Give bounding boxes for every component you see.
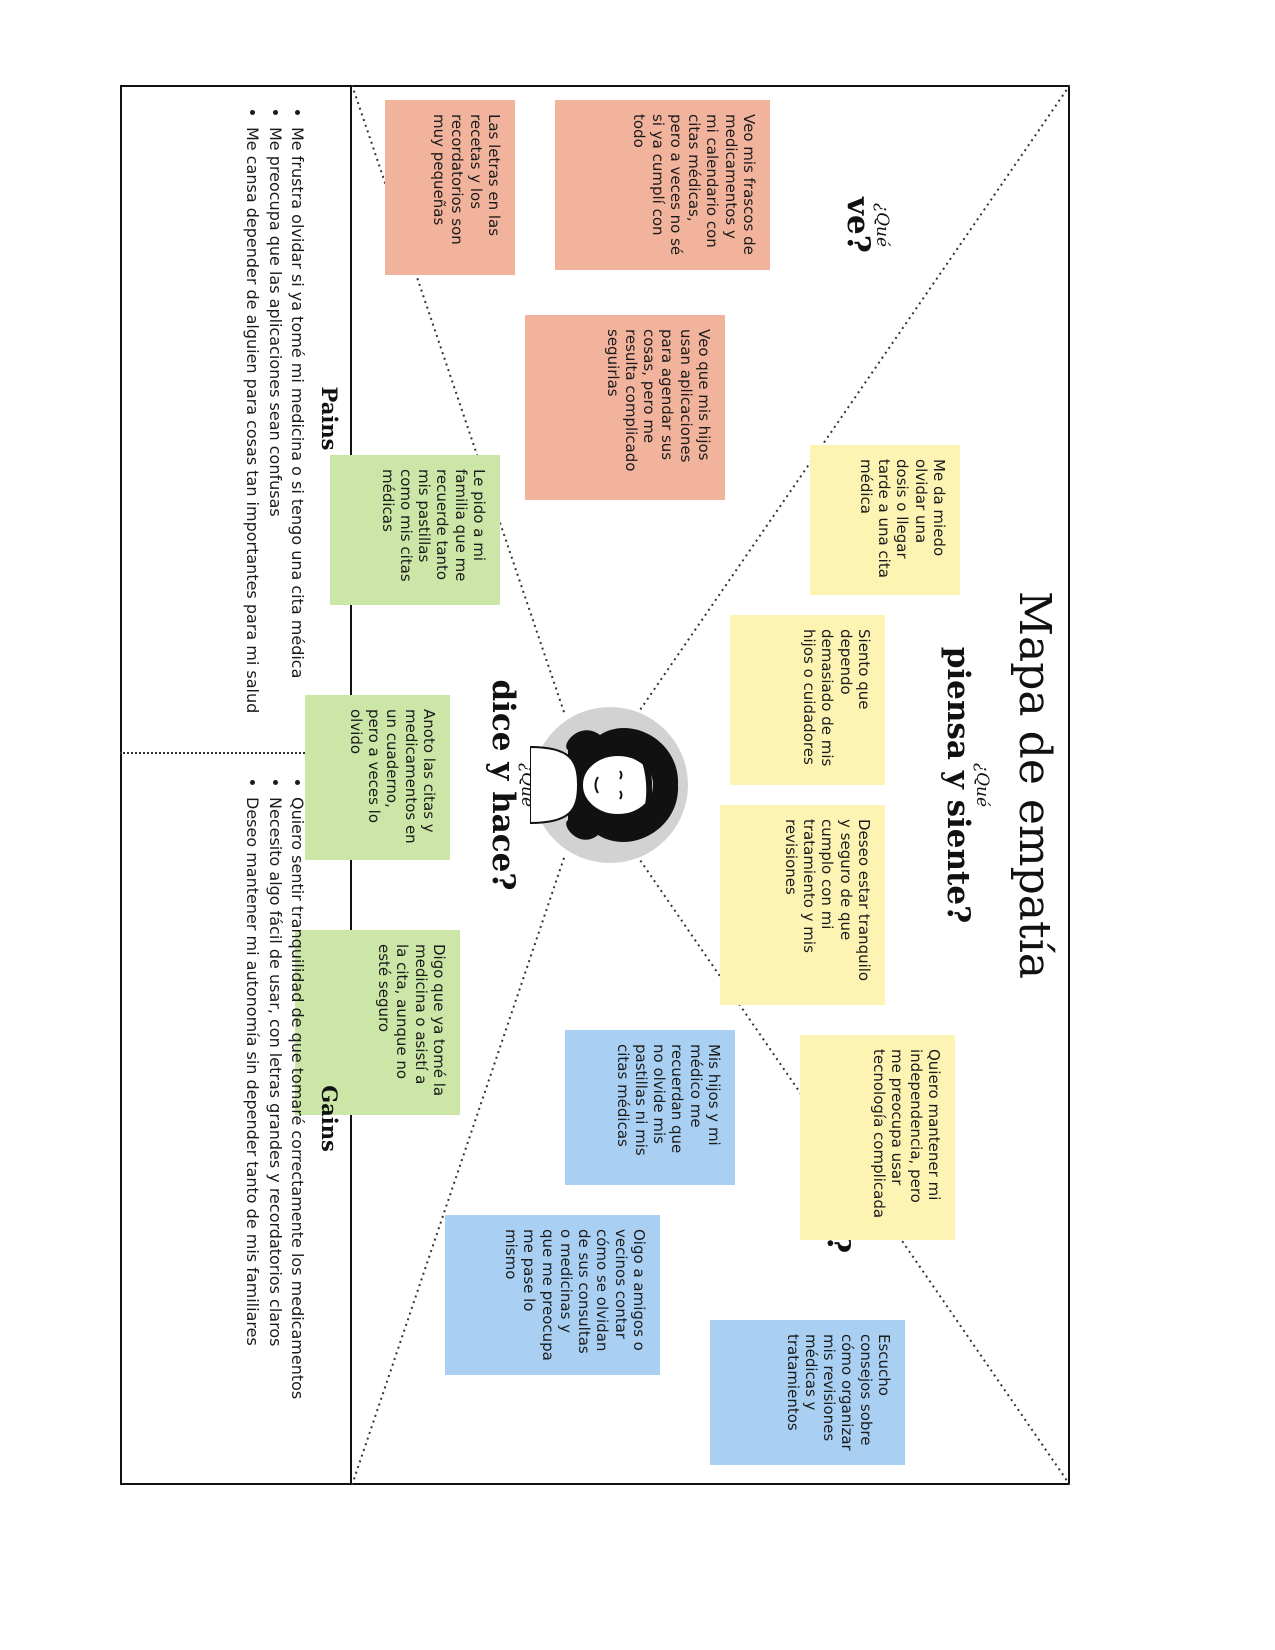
label-dice-text: dice y hace?: [485, 679, 521, 891]
sticky-note-tranquilo: Deseo estar tranquilo y seguro de que cu…: [720, 805, 885, 1005]
sticky-note-pido: Le pido a mi familia que me recuerde tan…: [330, 455, 500, 605]
empathy-map-sheet: Mapa de empatía ¿Qué piensa y siente? ¿Q…: [120, 85, 1070, 1485]
sticky-note-apps: Veo que mis hijos usan aplicaciones para…: [525, 315, 725, 500]
diagonal-top-left: [639, 85, 1070, 711]
label-piensa-text: piensa y siente?: [940, 646, 976, 924]
label-piensa-y-siente: ¿Qué piensa y siente?: [940, 605, 992, 965]
sticky-note-hijos-medico: Mis hijos y mi médico me recuerdan que n…: [565, 1030, 735, 1185]
sticky-note-miedo: Me da miedo olvidar una dosis o llegar t…: [810, 445, 960, 595]
sticky-note-consejos: Escucho consejos sobre cómo organizar mi…: [710, 1320, 905, 1465]
gains-item: Quiero sentir tranquilidad de que tomaré…: [286, 797, 308, 1477]
avatar-right-eye: [619, 790, 623, 800]
sticky-note-dependo: Siento que dependo demasiado de mis hijo…: [730, 615, 885, 785]
gains-list: Quiero sentir tranquilidad de que tomaré…: [241, 775, 308, 1477]
avatar-left-eye: [619, 770, 623, 780]
pains-item: Me cansa depender de alguien para cosas …: [241, 127, 263, 747]
avatar-face: [581, 754, 655, 816]
gains-item: Deseo mantener mi autonomía sin depender…: [241, 797, 263, 1477]
sticky-note-letras: Las letras en las recetas y los recordat…: [385, 100, 515, 275]
pains-title: Pains: [317, 386, 342, 451]
persona-avatar: [530, 707, 688, 863]
gains-title: Gains: [317, 1085, 342, 1152]
avatar-bangs: [640, 757, 653, 813]
map-title: Mapa de empatía: [1009, 590, 1060, 979]
sticky-note-frascos: Veo mis frascos de medicamentos y mi cal…: [555, 100, 770, 270]
pains-item: Me frustra olvidar si ya tomé mi medicin…: [286, 127, 308, 747]
label-ve: ¿Qué ve?: [840, 155, 892, 295]
pains-list: Me frustra olvidar si ya tomé mi medicin…: [241, 105, 308, 747]
sticky-note-independencia: Quiero mantener mi independencia, pero m…: [800, 1035, 955, 1240]
pains-item: Me preocupa que las aplicaciones sean co…: [263, 127, 285, 747]
gains-item: Necesito algo fácil de usar, con letras …: [263, 797, 285, 1477]
sticky-note-amigos: Oigo a amigos o vecinos contar cómo se o…: [445, 1215, 660, 1375]
avatar-shirt: [530, 745, 580, 825]
avatar-mouth: [594, 776, 599, 794]
label-ve-text: ve?: [840, 197, 876, 253]
label-dice-y-hace: ¿Qué dice y hace?: [485, 625, 537, 945]
